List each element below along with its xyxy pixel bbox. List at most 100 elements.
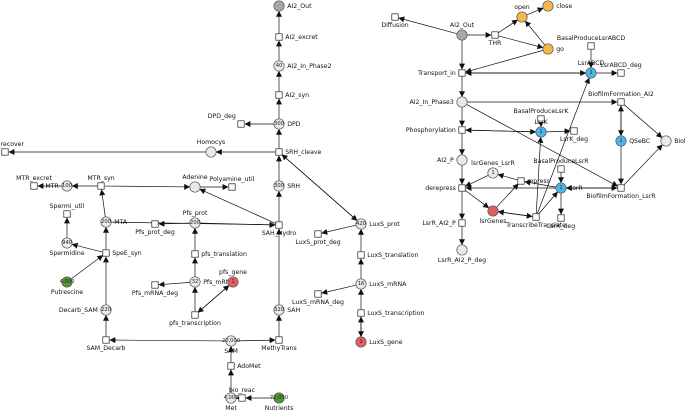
transition-ai2-excret[interactable]: AI2_excret bbox=[275, 33, 318, 41]
transition-adomet[interactable]: AdoMet bbox=[227, 362, 261, 370]
transition-basal-lsrr[interactable]: BasalProduceLsrR bbox=[533, 158, 589, 173]
node-label: BasalProduceLsrK bbox=[514, 108, 570, 115]
place-circle bbox=[273, 118, 285, 130]
transition-biofilm-ai2[interactable]: BiofilmFormation_AI2 bbox=[588, 91, 654, 106]
node-label: LuxS_gene bbox=[369, 339, 403, 346]
place-homocys[interactable]: Homocys bbox=[197, 139, 226, 158]
transition-box bbox=[617, 98, 625, 106]
token-count: 300 bbox=[274, 121, 284, 127]
transition-bio-reac[interactable]: bio_reac bbox=[229, 387, 256, 402]
transition-box bbox=[557, 165, 565, 173]
transition-lsrabcd-deg[interactable]: LsrABCD_deg bbox=[600, 62, 642, 77]
transition-transport-in[interactable]: Transport_in bbox=[417, 69, 466, 77]
transition-phosphorylation[interactable]: Phosphorylation bbox=[406, 126, 466, 134]
node-label: BiofilmFormation_AI2 bbox=[588, 91, 654, 98]
transition-box bbox=[458, 69, 466, 77]
transition-box bbox=[357, 251, 365, 259]
transition-dpd-deg[interactable]: DPD_deg bbox=[208, 113, 245, 128]
transition-methytrans[interactable]: MethyTrans bbox=[261, 336, 297, 352]
place-adenine[interactable]: Adenine bbox=[182, 174, 208, 193]
transition-box bbox=[458, 184, 466, 192]
transition-polyamine-util[interactable]: Polyamine_util bbox=[210, 176, 255, 191]
place-ai2-out-r[interactable]: AI2_Out bbox=[450, 22, 475, 41]
place-ai2-in-phase3[interactable]: AI2_In_Phase3 bbox=[409, 96, 468, 108]
place-open-sw[interactable]: open bbox=[514, 4, 530, 23]
node-label: close bbox=[556, 3, 572, 10]
token-count: 320 bbox=[274, 307, 284, 313]
transition-mtr-syn[interactable]: MTR_syn bbox=[87, 175, 115, 190]
place-ai2-out-top[interactable]: AI2_Out bbox=[273, 0, 312, 12]
transition-thr[interactable]: THR bbox=[488, 31, 502, 47]
token-count: 420 bbox=[356, 221, 366, 227]
token-count: 300 bbox=[274, 183, 284, 189]
arc-sam-to-methytrans bbox=[236, 337, 276, 344]
transition-luxs-translation[interactable]: LuxS_translation bbox=[357, 251, 419, 259]
transition-derepress[interactable]: derepress bbox=[425, 184, 466, 192]
transition-biofilm-lsrr[interactable]: BiofilmFormation_LsrR bbox=[586, 184, 656, 200]
transition-lsrr-deg[interactable]: LsrR_deg bbox=[547, 214, 575, 230]
place-ai2-p[interactable]: AI2_P bbox=[437, 154, 468, 166]
transition-lsrr-ai2-p[interactable]: LsrR_AI2_P bbox=[422, 219, 466, 227]
node-label: MethyTrans bbox=[261, 345, 297, 352]
transition-srh-cleave[interactable]: SRH_cleave bbox=[275, 148, 322, 156]
transition-pfs-transcription[interactable]: pfs_transcription bbox=[169, 311, 221, 327]
transition-ai2-syn[interactable]: AI2_syn bbox=[275, 91, 309, 99]
place-lsrgenes[interactable]: lsrGenes bbox=[479, 205, 507, 225]
token-count: 1 bbox=[559, 185, 562, 191]
transition-met-recover[interactable]: Met_recover bbox=[0, 141, 24, 156]
place-circle bbox=[100, 304, 112, 316]
node-label: pfs_gene bbox=[219, 269, 247, 276]
transition-box bbox=[151, 220, 159, 228]
transition-luxs-transcription[interactable]: LuxS_transcription bbox=[357, 309, 425, 317]
node-label: SAH_Hydro bbox=[262, 230, 297, 237]
arc-phosphorylation-to-lsrk bbox=[465, 128, 537, 135]
node-label: LuxS_translation bbox=[367, 252, 418, 259]
transition-repress[interactable]: repress bbox=[517, 177, 550, 185]
arc-putrescine-to-spee_syn bbox=[70, 255, 104, 280]
transition-lsrk-deg[interactable]: LsrK_deg bbox=[560, 127, 588, 143]
transition-pfs-translation[interactable]: pfs_translation bbox=[191, 250, 247, 258]
place-biofilm[interactable]: Biofilm bbox=[660, 135, 685, 147]
node-label: Phosphorylation bbox=[406, 127, 456, 134]
transition-sam-decarb[interactable]: SAM_Decarb bbox=[87, 336, 126, 352]
place-lsrr-ai2-p-deg[interactable]: LsrR_AI2_P_deg bbox=[438, 244, 486, 264]
place-close-sw[interactable]: close bbox=[542, 0, 573, 12]
transition-spermi-util[interactable]: Spermi_util bbox=[50, 203, 85, 218]
transition-basal-lsrk[interactable]: BasalProduceLsrK bbox=[514, 108, 570, 123]
transition-diffusion[interactable]: Diffusion bbox=[381, 13, 409, 29]
transition-transcribe-translate[interactable]: TranscribeTranslate bbox=[505, 213, 566, 229]
transition-pfs-mrna-deg[interactable]: Pfs_mRNA_deg bbox=[132, 281, 178, 297]
transition-mtr-excret[interactable]: MTR_excret bbox=[16, 175, 52, 190]
transition-spee-syn[interactable]: SpeE_syn bbox=[102, 249, 142, 257]
place-go-sw[interactable]: go bbox=[542, 43, 564, 55]
transition-luxs-prot-deg[interactable]: LuxS_prot_deg bbox=[295, 230, 341, 246]
transition-pfs-prot-deg[interactable]: Pfs_prot_deg bbox=[135, 220, 175, 236]
transition-basal-lsrabcd[interactable]: BasalProduceLsrABCD bbox=[557, 35, 626, 50]
transition-luxs-mrna-deg[interactable]: LuxS_mRNA_deg bbox=[292, 290, 344, 306]
place-circle bbox=[273, 392, 285, 404]
transition-sah-hydro[interactable]: SAH_Hydro bbox=[262, 221, 297, 237]
